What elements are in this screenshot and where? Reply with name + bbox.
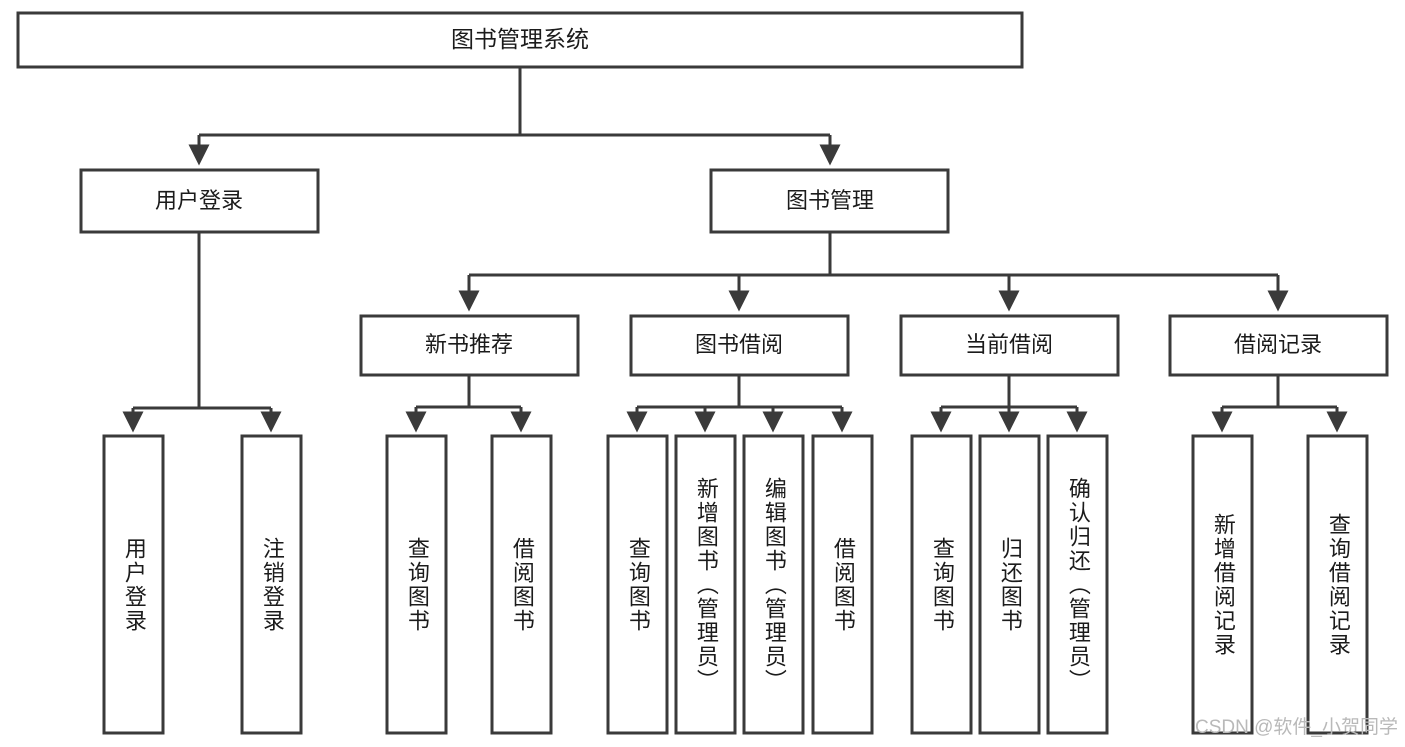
node-root-label: 图书管理系统 — [451, 26, 589, 52]
node-book-borrow[interactable]: 图书借阅 — [629, 314, 850, 377]
node-borrow-record[interactable]: 借阅记录 — [1168, 314, 1389, 377]
node-borrow-record-box[interactable] — [1168, 314, 1389, 377]
node-current-borrow-label: 当前借阅 — [965, 332, 1053, 357]
csdn-watermark: CSDN @软件_小贺同学 — [1195, 717, 1398, 738]
node-book-borrow-box[interactable] — [629, 314, 850, 377]
node-new-book-recommend[interactable]: 新书推荐 — [359, 314, 580, 377]
leaf-box-bb-edit-book[interactable] — [742, 434, 805, 735]
leaf-box-br-query-record[interactable] — [1306, 434, 1369, 735]
leaf-box-bb-add-book[interactable] — [674, 434, 737, 735]
connector-group — [122, 67, 1348, 433]
leaf-box-cb-return-book[interactable] — [978, 434, 1041, 735]
node-book-manage-box[interactable] — [709, 168, 950, 234]
node-book-manage[interactable]: 图书管理 — [709, 168, 950, 234]
node-book-manage-label: 图书管理 — [786, 188, 874, 213]
node-book-borrow-label: 图书借阅 — [695, 332, 783, 357]
leaf-box-nb-query-book[interactable] — [385, 434, 448, 735]
node-root-box[interactable] — [16, 11, 1024, 69]
leaf-box-cb-query-book[interactable] — [910, 434, 973, 735]
node-borrow-record-label: 借阅记录 — [1234, 332, 1322, 357]
node-user-login-label: 用户登录 — [155, 188, 243, 213]
leaf-box-cb-confirm-return[interactable] — [1046, 434, 1109, 735]
node-current-borrow-box[interactable] — [899, 314, 1120, 377]
leaf-box-nb-borrow-book[interactable] — [490, 434, 553, 735]
node-root[interactable]: 图书管理系统 — [16, 11, 1024, 69]
leaf-box-logout[interactable] — [240, 434, 303, 735]
node-user-login-box[interactable] — [79, 168, 320, 234]
leaf-box-bb-borrow-book[interactable] — [811, 434, 874, 735]
node-new-book-recommend-box[interactable] — [359, 314, 580, 377]
node-current-borrow[interactable]: 当前借阅 — [899, 314, 1120, 377]
node-user-login[interactable]: 用户登录 — [79, 168, 320, 234]
leaf-box-bb-query-book[interactable] — [606, 434, 669, 735]
node-new-book-recommend-label: 新书推荐 — [425, 332, 513, 357]
leaf-box-br-add-record[interactable] — [1191, 434, 1254, 735]
leaf-box-user-login[interactable] — [102, 434, 165, 735]
